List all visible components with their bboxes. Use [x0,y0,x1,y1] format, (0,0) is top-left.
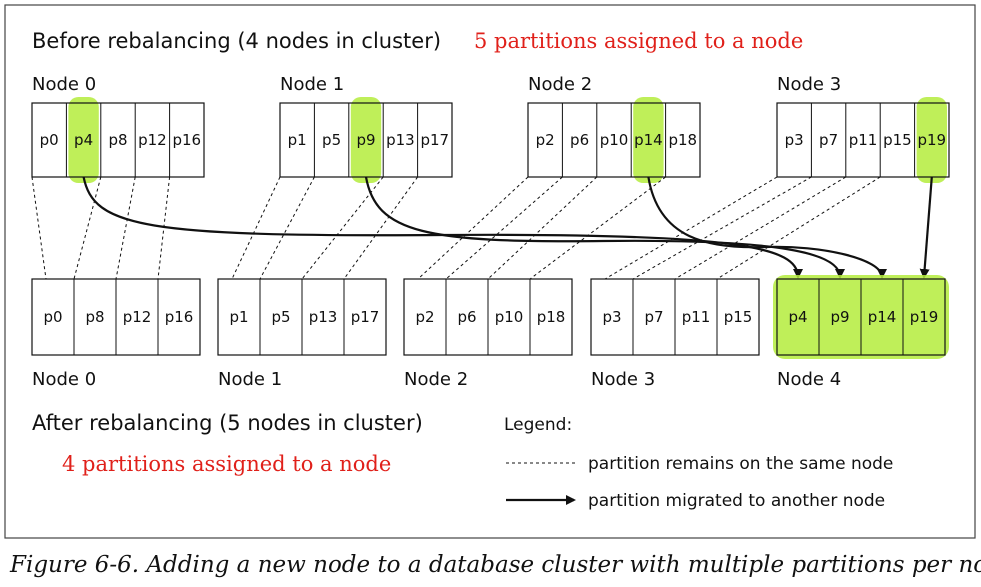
dashed-connector-p0 [31,176,47,280]
after-node-label: Node 3 [591,369,655,390]
partition-cell-p4: p4 [788,308,807,326]
partition-cell-p15: p15 [883,131,912,149]
dashed-connector-p15 [716,176,881,280]
node-box [527,102,701,178]
partition-cell-p1: p1 [288,131,307,149]
after-node-label: Node 4 [777,369,841,390]
partition-cell-p16: p16 [172,131,201,149]
before-node-label: Node 0 [32,74,96,95]
dashed-connector-p7 [632,176,812,280]
after-node-label: Node 2 [404,369,468,390]
legend: Legend: partition remains on the same no… [504,415,893,511]
figure-caption: Figure 6-6. Adding a new node to a datab… [9,552,981,578]
before-heading: Before rebalancing (4 nodes in cluster) [32,29,441,53]
dashed-connector-p10 [487,176,598,280]
migrating-partition-highlight [633,97,664,183]
partition-cell-p7: p7 [819,131,838,149]
dashed-connector-p18 [529,176,666,280]
after-node-label: Node 0 [32,369,96,390]
partition-cell-p13: p13 [386,131,415,149]
after-node-label: Node 1 [218,369,282,390]
partition-cell-p10: p10 [495,308,524,326]
dashed-connector-p1 [231,176,281,280]
before-node-label: Node 1 [280,74,344,95]
partition-cell-p0: p0 [43,308,62,326]
migration-arrow-p9 [364,176,845,279]
dashed-connector-p5 [259,176,315,280]
dashed-connector-p6 [445,176,563,280]
node-box [31,102,205,178]
partition-cell-p2: p2 [415,308,434,326]
partition-cell-p11: p11 [682,308,711,326]
partition-cell-p2: p2 [536,131,555,149]
partition-cell-p3: p3 [785,131,804,149]
partition-cell-p8: p8 [108,131,127,149]
dashed-connector-p17 [343,176,419,280]
dashed-connector-p13 [301,176,384,280]
before-node-label: Node 3 [777,74,841,95]
legend-dashed-text: partition remains on the same node [588,454,893,474]
partition-cell-p19: p19 [910,308,939,326]
partition-cell-p12: p12 [138,131,167,149]
dashed-connector-p2 [417,176,529,280]
partition-cell-p14: p14 [868,308,897,326]
partition-cell-p6: p6 [570,131,589,149]
partition-cell-p15: p15 [724,308,753,326]
before-node-2: Node 2 p2 p6 p10 p14 p18 [527,74,701,183]
partition-cell-p16: p16 [165,308,194,326]
partition-cell-p9: p9 [356,131,375,149]
partition-cell-p4: p4 [74,131,93,149]
after-heading: After rebalancing (5 nodes in cluster) [32,411,423,435]
migrating-partition-highlight [916,97,947,183]
partition-cell-p19: p19 [917,131,946,149]
partition-cell-p18: p18 [668,131,697,149]
before-node-label: Node 2 [528,74,592,95]
partition-cell-p7: p7 [644,308,663,326]
migrating-partition-highlight [350,97,382,183]
diagram-frame [4,4,976,539]
before-node-0: Node 0 p0 p4 p8 p12 p16 [31,74,205,183]
before-note: 5 partitions assigned to a node [474,29,803,53]
after-note: 4 partitions assigned to a node [62,452,391,476]
connectors [31,176,933,280]
before-node-1: Node 1 p1 p5 p9 p13 p17 [279,74,453,183]
partition-cell-p5: p5 [322,131,341,149]
migration-arrow-p19 [919,176,933,279]
partition-cell-p18: p18 [537,308,566,326]
legend-title: Legend: [504,415,572,435]
migrating-partition-highlight [68,97,99,183]
partition-cell-p17: p17 [420,131,449,149]
dashed-connector-p12 [115,176,136,280]
partition-cell-p1: p1 [229,308,248,326]
dashed-connector-p16 [157,176,171,280]
partition-cell-p13: p13 [309,308,338,326]
partition-cell-p3: p3 [602,308,621,326]
legend-arrow-text: partition migrated to another node [588,491,885,511]
partition-cell-p14: p14 [634,131,663,149]
partition-cell-p0: p0 [40,131,59,149]
partition-cell-p5: p5 [271,308,290,326]
partition-cell-p8: p8 [85,308,104,326]
partition-cell-p17: p17 [351,308,380,326]
partition-cell-p9: p9 [830,308,849,326]
partition-cell-p12: p12 [123,308,152,326]
before-node-3: Node 3 p3 p7 p11 p15 p19 [776,74,950,183]
partition-cell-p11: p11 [849,131,878,149]
node-box [776,102,950,178]
migration-arrow-p14 [647,176,887,279]
partition-cell-p6: p6 [457,308,476,326]
partition-cell-p10: p10 [600,131,629,149]
